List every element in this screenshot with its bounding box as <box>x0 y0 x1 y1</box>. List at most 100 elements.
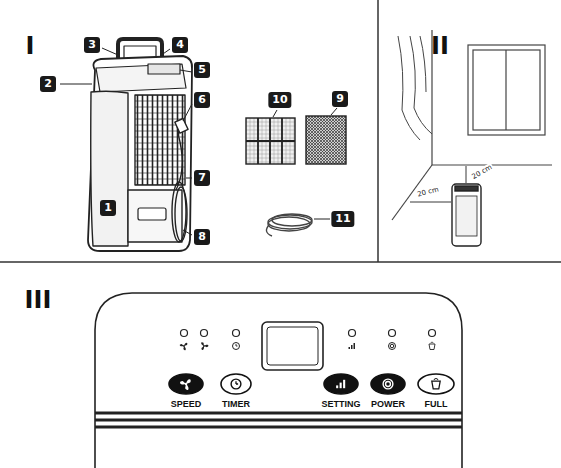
room <box>473 50 540 130</box>
control-panel <box>95 412 462 415</box>
button-icons <box>336 380 345 388</box>
button-label: TIMER <box>222 399 250 409</box>
panel-number: II <box>431 33 449 59</box>
leader-lines <box>60 48 337 235</box>
indicator-lights <box>389 330 396 337</box>
control-panel <box>95 419 462 422</box>
button-icons <box>432 378 440 389</box>
room <box>468 45 545 135</box>
leader-lines <box>180 70 192 72</box>
dehumidifier <box>96 64 186 92</box>
frame-lines <box>377 0 379 262</box>
power-cord <box>175 118 188 133</box>
power-cord <box>172 118 188 242</box>
dimension-lines <box>410 202 451 203</box>
dimension-lines <box>466 166 467 183</box>
leader-lines <box>102 48 118 55</box>
front-panel <box>91 91 128 246</box>
leader-lines <box>160 49 170 56</box>
drain-hose <box>266 214 312 236</box>
filter-10 <box>246 118 295 164</box>
leader-lines <box>183 230 192 235</box>
button-icons <box>231 379 241 389</box>
filter-9 <box>306 116 346 164</box>
panel-number: I <box>26 33 35 59</box>
callout-number: 2 <box>40 76 56 92</box>
indicator-icons <box>198 341 209 352</box>
air-grill <box>135 95 185 185</box>
callout-number: 4 <box>172 37 188 53</box>
leader-lines <box>314 219 330 220</box>
power-cord <box>175 187 187 241</box>
buttons <box>221 374 251 394</box>
indicator-lights <box>201 330 208 337</box>
indicator-icons <box>179 341 435 352</box>
button-icons <box>180 378 441 390</box>
button-label: POWER <box>371 399 405 409</box>
callout-number: 7 <box>194 170 210 186</box>
buttons <box>418 374 454 394</box>
drain-hose <box>268 217 310 231</box>
dehumidifier <box>138 208 166 220</box>
indicator-icons <box>429 342 435 350</box>
buttons <box>169 374 454 394</box>
leader-lines <box>183 104 192 121</box>
control-panel <box>148 64 180 74</box>
dehumidifier <box>88 56 192 251</box>
leader-lines <box>186 178 192 179</box>
room <box>505 50 506 130</box>
dehumidifier-small <box>452 184 481 246</box>
button-label: FULL <box>425 399 448 409</box>
filter-10 <box>246 118 295 164</box>
indicator-lights <box>349 330 356 337</box>
dimension-lines <box>410 166 466 202</box>
filter-9 <box>306 116 346 164</box>
button-icons <box>180 379 191 390</box>
dimension-label: 20 cm <box>415 185 440 199</box>
indicator-lights <box>429 330 436 337</box>
control-panel <box>267 327 318 365</box>
panel-number: III <box>25 287 52 313</box>
callout-number: 1 <box>100 200 116 216</box>
control-panel <box>95 426 462 429</box>
frame-lines <box>0 261 561 263</box>
leader-lines <box>60 84 92 85</box>
button-icons <box>383 379 393 389</box>
dehumidifier <box>88 39 192 251</box>
dehumidifier-small <box>456 196 477 236</box>
callout-number: 5 <box>194 62 210 78</box>
indicator-icons <box>233 343 240 350</box>
callout-number: 3 <box>84 37 100 53</box>
buttons <box>371 374 405 394</box>
indicator-icons <box>179 343 187 351</box>
callout-number: 10 <box>268 92 291 108</box>
indicator-icons <box>349 343 356 349</box>
callout-number: 8 <box>194 229 210 245</box>
indicator-lights <box>233 330 240 337</box>
callout-number: 6 <box>194 92 210 108</box>
room <box>392 30 552 220</box>
frame-lines <box>0 0 561 262</box>
leader-lines <box>331 108 337 115</box>
dehumidifier-small <box>455 186 478 191</box>
control-panel <box>262 322 323 370</box>
drain-hose <box>266 224 272 236</box>
button-label: SETTING <box>321 399 360 409</box>
power-cord <box>172 182 186 242</box>
callout-number: 11 <box>331 211 354 227</box>
dimension-label: 20 cm <box>470 163 495 182</box>
buttons <box>324 374 358 394</box>
buttons <box>169 374 203 394</box>
control-panel <box>95 293 462 468</box>
indicator-lights <box>181 330 188 337</box>
dehumidifier-small <box>452 184 481 246</box>
indicator-lights <box>181 330 436 337</box>
control-panel <box>95 293 462 468</box>
room <box>398 36 432 140</box>
leader-lines <box>273 110 277 117</box>
callout-number: 9 <box>332 91 348 107</box>
indicator-icons <box>389 343 396 350</box>
